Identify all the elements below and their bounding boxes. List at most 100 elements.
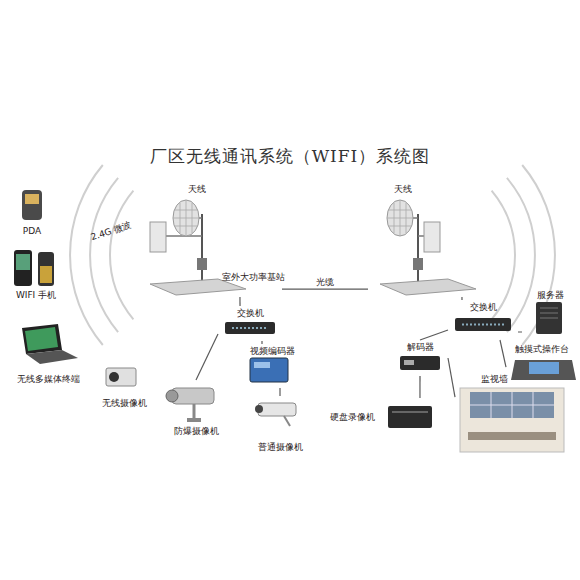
device-label: 无线多媒体终端: [4, 374, 92, 384]
device-node: 无线摄像机: [94, 362, 154, 412]
cable-line: [448, 358, 455, 397]
laptop-base: [26, 350, 78, 364]
device-label: 触摸式操作台: [506, 344, 578, 354]
camera-mount-base: [187, 418, 201, 422]
camera-mount: [193, 404, 196, 418]
phone-body: [14, 250, 32, 286]
dvr-device: [388, 406, 432, 428]
device-node: PDA: [10, 186, 54, 238]
device-label: 交换机: [448, 302, 518, 312]
control-room: [460, 388, 564, 452]
device-node: 解码器: [392, 340, 448, 376]
video-wall-grid: [470, 392, 554, 418]
device-node: 监视墙: [455, 372, 567, 456]
cable-line: [500, 340, 506, 367]
explosion-proof-camera: [166, 388, 214, 422]
cable-line: [196, 334, 218, 380]
wifi-phones: [14, 250, 54, 286]
pda-device: [22, 190, 42, 220]
wireless-camera: [106, 368, 136, 386]
device-label: 普通摄像机: [248, 442, 312, 452]
antenna-grid: [173, 200, 199, 236]
grid-antenna: [387, 200, 413, 236]
camera-lens: [166, 390, 178, 402]
device-node: 视频编码器: [244, 344, 324, 388]
phone-keypad: [40, 266, 52, 283]
camera-housing: [258, 403, 296, 416]
antenna-mast: [417, 214, 419, 286]
device-label: 无线摄像机: [94, 398, 154, 408]
camera-body: [106, 368, 136, 386]
device-node: 交换机: [448, 300, 518, 340]
cable-line: [518, 331, 522, 332]
antenna-mast: [201, 214, 203, 286]
device-node: 防爆摄像机: [160, 380, 232, 440]
wave-arc: [507, 178, 535, 332]
dvr-front: [392, 411, 428, 413]
device-node: 天线: [368, 184, 480, 297]
station-base: [380, 279, 476, 295]
pda-screen: [25, 194, 39, 204]
encoder-body: [250, 358, 288, 382]
mast-box: [413, 258, 423, 270]
console-screen: [529, 362, 559, 374]
wave-arc: [110, 191, 133, 320]
device-label: 交换机: [218, 308, 282, 318]
device-label: 防爆摄像机: [160, 426, 232, 436]
switch-ports: [462, 324, 504, 326]
laptop-display: [25, 327, 58, 351]
touch-console-device: [511, 360, 576, 380]
device-label: 监视墙: [481, 374, 508, 384]
wave-arc: [90, 178, 118, 332]
device-node: 触摸式操作台: [506, 342, 578, 384]
mast-box: [197, 258, 207, 270]
monitor-wall-picture: [460, 388, 564, 452]
server-device: [536, 302, 562, 334]
control-desk: [468, 432, 556, 440]
device-node: 交换机: [218, 306, 282, 341]
device-label: PDA: [10, 226, 54, 236]
pda-body: [22, 190, 42, 220]
device-label: 服务器: [522, 290, 578, 300]
laptop-screen: [22, 324, 62, 354]
device-label: 硬盘录像机: [330, 412, 375, 422]
right-base-station: [380, 200, 476, 295]
switch-ports: [232, 327, 268, 329]
panel-antenna: [424, 222, 440, 252]
cable-line: [282, 288, 368, 289]
cable-line: [239, 297, 240, 306]
laptop-device: [22, 324, 78, 364]
grid-antenna: [173, 200, 199, 236]
server-bays: [540, 308, 558, 318]
wave-arc: [70, 165, 103, 345]
server-tower: [536, 302, 562, 334]
cable-line: [279, 388, 280, 396]
device-node: 服务器: [522, 288, 578, 336]
cable-line: [461, 297, 462, 300]
encoder-face: [254, 362, 270, 368]
device-label: 天线: [188, 184, 206, 194]
cable-line: [419, 376, 420, 398]
cable-line: [420, 330, 448, 340]
video-encoder-device: [250, 358, 288, 382]
switch-body: [225, 322, 275, 334]
decoder-device: [400, 356, 440, 370]
microwave-waves: [70, 165, 555, 345]
device-node: 无线多媒体终端: [4, 324, 92, 386]
camera-mount: [284, 416, 290, 426]
normal-camera: [255, 403, 296, 426]
device-node: 天线室外大功率基站: [140, 184, 282, 297]
phone-screen: [16, 254, 30, 270]
device-node: 硬盘录像机: [330, 398, 436, 440]
mount-arm: [418, 235, 424, 237]
video-wall: [470, 392, 554, 418]
antenna-grid: [387, 200, 413, 236]
right-switch-device: [455, 318, 511, 331]
device-node: 普通摄像机: [248, 396, 312, 458]
cable-label: 光缆: [316, 277, 334, 287]
dvr-body: [388, 406, 432, 428]
